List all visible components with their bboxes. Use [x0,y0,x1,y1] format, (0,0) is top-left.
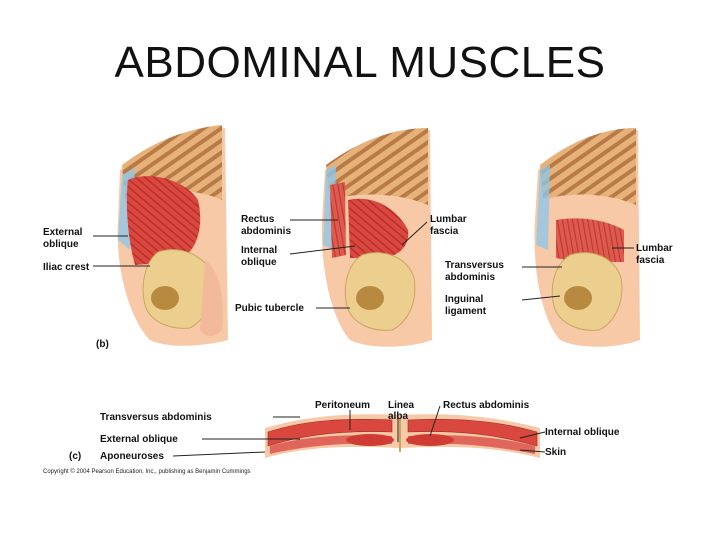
copyright-notice: Copyright © 2004 Pearson Education, Inc.… [43,468,251,475]
label-lumbar-fascia-mid-1: Lumbar [430,214,467,225]
label-external-oblique-1: External [43,227,83,238]
label-transversus-abdominis-2: abdominis [445,272,495,283]
label-rectus-abdominis-2: abdominis [241,226,291,237]
label-lumbar-fascia-right-1: Lumbar [636,243,673,254]
label-aponeuroses: Aponeuroses [100,451,164,462]
panel-marker-b: (b) [96,339,109,350]
cross-section-c [265,414,540,458]
label-skin: Skin [545,447,566,458]
label-linea-alba-2: alba [388,411,408,422]
torso-figure-external-oblique [117,125,228,346]
label-pubic-tubercle: Pubic tubercle [235,303,304,314]
label-internal-oblique-2: oblique [241,257,277,268]
label-linea-alba-1: Linea [388,400,415,411]
leader-lines-b [93,219,634,309]
torso-figure-internal-oblique [321,128,432,347]
label-external-oblique-c: External oblique [100,434,178,445]
leader-lines-c [172,405,546,457]
label-rectus-abdominis-c: Rectus abdominis [443,400,530,411]
label-internal-oblique-c: Internal oblique [545,427,620,438]
label-external-oblique-2: oblique [43,239,79,250]
label-inguinal-ligament-1: Inguinal [445,294,484,305]
label-rectus-abdominis-1: Rectus [241,214,275,225]
label-peritoneum: Peritoneum [315,400,370,411]
panel-marker-c: (c) [69,451,81,462]
slide-title: ABDOMINAL MUSCLES [114,38,606,87]
label-lumbar-fascia-mid-2: fascia [430,226,459,237]
label-inguinal-ligament-2: ligament [445,306,487,317]
torso-figure-transversus [534,128,640,347]
label-lumbar-fascia-right-2: fascia [636,255,665,266]
label-iliac-crest: Iliac crest [43,262,90,273]
label-internal-oblique-1: Internal [241,245,277,256]
label-transversus-abdominis-1: Transversus [445,260,504,271]
label-transversus-abdominis-c: Transversus abdominis [100,412,212,423]
